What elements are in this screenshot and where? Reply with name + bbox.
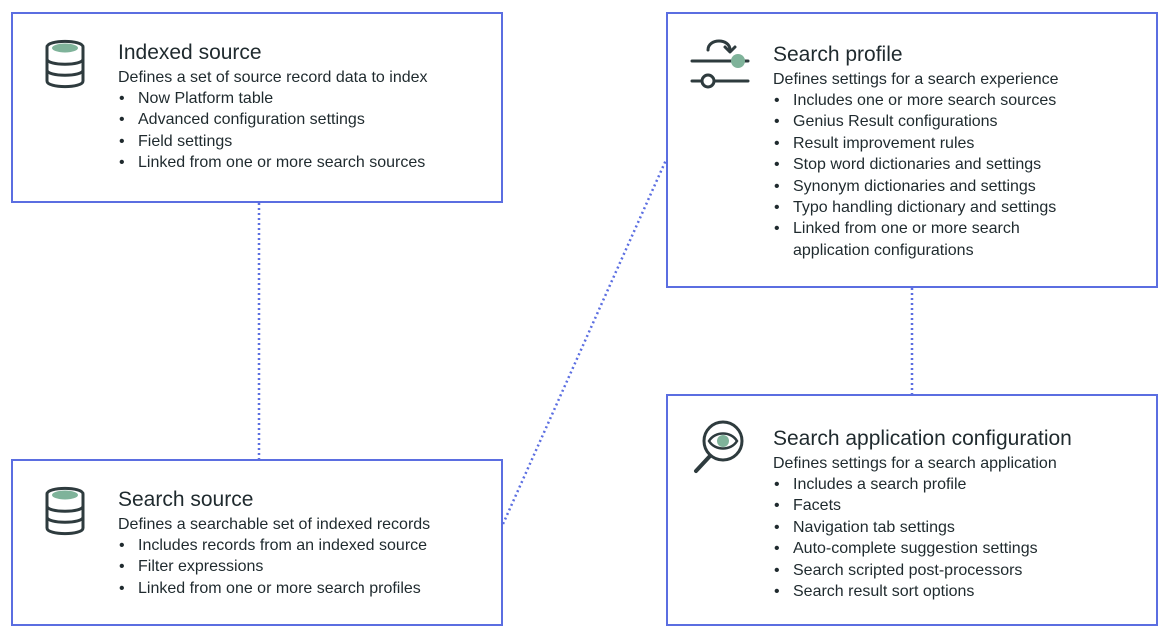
card-description: Defines settings for a search applicatio… <box>773 455 1057 472</box>
list-item: Linked from one or more search profiles <box>118 578 491 600</box>
list-item: Includes a search profile <box>773 474 1146 496</box>
card-description: Defines settings for a search experience <box>773 71 1059 88</box>
list-item: Advanced configuration settings <box>118 109 491 131</box>
indexed-source-card: Indexed source Defines a set of source r… <box>11 12 503 203</box>
feature-list: Includes records from an indexed source … <box>118 535 491 600</box>
search-source-card: Search source Defines a searchable set o… <box>11 459 503 626</box>
feature-list: Includes a search profile Facets Navigat… <box>773 474 1146 603</box>
search-app-config-card: Search application configuration Defines… <box>666 394 1158 626</box>
list-item: Auto-complete suggestion settings <box>773 538 1146 560</box>
connector-search-source-to-profile <box>501 159 668 525</box>
search-profile-card: Search profile Defines settings for a se… <box>666 12 1158 288</box>
database-icon <box>45 39 85 89</box>
list-item: Result improvement rules <box>773 133 1146 155</box>
list-item: Synonym dictionaries and settings <box>773 176 1146 198</box>
list-item: Search scripted post-processors <box>773 560 1146 582</box>
magnifier-eye-icon <box>694 420 744 473</box>
card-title: Search source <box>118 488 254 511</box>
list-item: Genius Result configurations <box>773 111 1146 133</box>
list-item: Search result sort options <box>773 581 1146 603</box>
list-item: Includes one or more search sources <box>773 90 1146 112</box>
feature-list: Includes one or more search sources Geni… <box>773 90 1146 261</box>
list-item: Navigation tab settings <box>773 517 1146 539</box>
card-description: Defines a searchable set of indexed reco… <box>118 516 431 533</box>
list-item-continuation: application configurations <box>793 241 974 259</box>
list-item: Typo handling dictionary and settings <box>773 197 1146 219</box>
list-item: Stop word dictionaries and settings <box>773 154 1146 176</box>
settings-sliders-icon <box>690 39 750 89</box>
card-description: Defines a set of source record data to i… <box>118 69 428 86</box>
list-item: Linked from one or more search <box>773 218 1146 240</box>
feature-list: Now Platform table Advanced configuratio… <box>118 88 491 174</box>
database-icon <box>45 486 85 536</box>
card-title: Search application configuration <box>773 427 1072 450</box>
list-item: Facets <box>773 495 1146 517</box>
list-item: Linked from one or more search sources <box>118 152 491 174</box>
card-title: Indexed source <box>118 41 262 64</box>
list-item: Includes records from an indexed source <box>118 535 491 557</box>
list-item: Filter expressions <box>118 556 491 578</box>
list-item: Field settings <box>118 131 491 153</box>
card-title: Search profile <box>773 43 903 66</box>
list-item: Now Platform table <box>118 88 491 110</box>
